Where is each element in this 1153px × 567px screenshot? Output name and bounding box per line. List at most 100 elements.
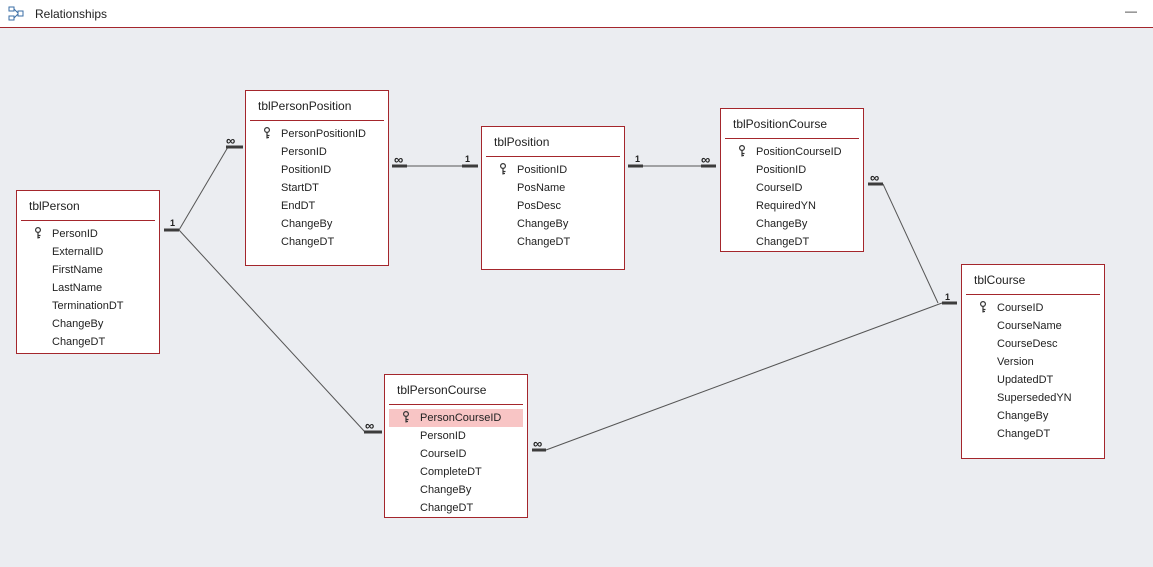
- field-label: ChangeDT: [517, 236, 571, 248]
- field-courseid[interactable]: CourseID: [966, 299, 1100, 317]
- field-firstname[interactable]: FirstName: [21, 261, 155, 279]
- window-titlebar: Relationships —: [0, 0, 1153, 28]
- minimize-button[interactable]: —: [1125, 4, 1137, 18]
- field-label: CourseDesc: [997, 338, 1058, 350]
- field-version[interactable]: Version: [966, 353, 1100, 371]
- field-posdesc[interactable]: PosDesc: [486, 197, 620, 215]
- field-label: CourseID: [756, 182, 803, 194]
- field-label: CompleteDT: [420, 466, 482, 478]
- field-updateddt[interactable]: UpdatedDT: [966, 371, 1100, 389]
- field-terminationdt[interactable]: TerminationDT: [21, 297, 155, 315]
- relation-personcourse-course: [545, 302, 943, 451]
- primary-key-icon: [35, 227, 41, 239]
- relation-positioncourse-course: [882, 183, 939, 304]
- field-changedt[interactable]: ChangeDT: [725, 233, 859, 251]
- field-label: ChangeDT: [420, 502, 474, 514]
- cardinality-one: 1: [465, 154, 471, 164]
- field-courseid[interactable]: CourseID: [725, 179, 859, 197]
- field-personpositionid[interactable]: PersonPositionID: [250, 125, 384, 143]
- field-positionid[interactable]: PositionID: [725, 161, 859, 179]
- field-label: CourseID: [420, 448, 467, 460]
- field-changeby[interactable]: ChangeBy: [21, 315, 155, 333]
- field-positioncourseid[interactable]: PositionCourseID: [725, 143, 859, 161]
- field-requiredyn[interactable]: RequiredYN: [725, 197, 859, 215]
- field-label: PersonID: [52, 228, 98, 240]
- table-title: tblPosition: [494, 135, 550, 149]
- field-enddt[interactable]: EndDT: [250, 197, 384, 215]
- field-label: PersonPositionID: [281, 128, 366, 140]
- field-label: PositionID: [517, 164, 568, 176]
- table-title: tblPersonCourse: [397, 383, 487, 397]
- header-divider: [486, 156, 620, 157]
- field-label: ExternalID: [52, 246, 104, 258]
- field-label: ChangeDT: [997, 428, 1051, 440]
- field-label: CourseID: [997, 302, 1044, 314]
- field-personcourseid[interactable]: PersonCourseID: [389, 409, 523, 427]
- cardinality-one: 1: [635, 154, 641, 164]
- field-label: RequiredYN: [756, 200, 816, 212]
- field-label: PosDesc: [517, 200, 562, 212]
- field-externalid[interactable]: ExternalID: [21, 243, 155, 261]
- header-divider: [725, 138, 859, 139]
- table-title: tblPersonPosition: [258, 99, 352, 113]
- field-changedt[interactable]: ChangeDT: [389, 499, 523, 517]
- cardinality-many: ∞: [394, 152, 404, 167]
- field-label: PersonID: [420, 430, 466, 442]
- field-startdt[interactable]: StartDT: [250, 179, 384, 197]
- field-personid[interactable]: PersonID: [250, 143, 384, 161]
- field-label: TerminationDT: [52, 300, 124, 312]
- table-title: tblPerson: [29, 199, 80, 213]
- field-positionid[interactable]: PositionID: [486, 161, 620, 179]
- cardinality-many: ∞: [226, 133, 236, 148]
- relationships-icon: [8, 6, 24, 21]
- field-personid[interactable]: PersonID: [389, 427, 523, 445]
- field-completedt[interactable]: CompleteDT: [389, 463, 523, 481]
- primary-key-icon: [500, 163, 506, 175]
- field-changeby[interactable]: ChangeBy: [966, 407, 1100, 425]
- cardinality-many: ∞: [701, 152, 711, 167]
- field-label: PositionCourseID: [756, 146, 842, 158]
- field-changedt[interactable]: ChangeDT: [966, 425, 1100, 443]
- field-changeby[interactable]: ChangeBy: [250, 215, 384, 233]
- field-label: ChangeBy: [756, 218, 808, 230]
- field-label: ChangeDT: [281, 236, 335, 248]
- field-changedt[interactable]: ChangeDT: [250, 233, 384, 251]
- field-list: PersonPositionID PersonID PositionID StartD…: [250, 125, 384, 251]
- field-posname[interactable]: PosName: [486, 179, 620, 197]
- field-personid[interactable]: PersonID: [21, 225, 155, 243]
- field-changeby[interactable]: ChangeBy: [389, 481, 523, 499]
- field-label: ChangeBy: [281, 218, 333, 230]
- field-coursedesc[interactable]: CourseDesc: [966, 335, 1100, 353]
- field-label: PersonID: [281, 146, 327, 158]
- field-label: PersonCourseID: [420, 412, 502, 424]
- field-lastname[interactable]: LastName: [21, 279, 155, 297]
- field-positionid[interactable]: PositionID: [250, 161, 384, 179]
- field-coursename[interactable]: CourseName: [966, 317, 1100, 335]
- field-changeby[interactable]: ChangeBy: [725, 215, 859, 233]
- field-courseid[interactable]: CourseID: [389, 445, 523, 463]
- table-tblPersonCourse[interactable]: tblPersonCourse PersonCourseID PersonID Co…: [384, 374, 528, 518]
- field-label: ChangeBy: [997, 410, 1049, 422]
- cardinality-one: 1: [170, 218, 176, 228]
- field-label: EndDT: [281, 200, 316, 212]
- field-label: UpdatedDT: [997, 374, 1054, 386]
- primary-key-icon: [264, 127, 270, 139]
- field-changeby[interactable]: ChangeBy: [486, 215, 620, 233]
- field-changedt[interactable]: ChangeDT: [21, 333, 155, 351]
- primary-key-icon: [739, 145, 745, 157]
- primary-key-icon: [403, 411, 409, 423]
- field-label: LastName: [52, 282, 103, 294]
- field-supersededyn[interactable]: SupersededYN: [966, 389, 1100, 407]
- field-changedt[interactable]: ChangeDT: [486, 233, 620, 251]
- field-label: PositionID: [756, 164, 807, 176]
- field-label: SupersededYN: [997, 392, 1072, 404]
- cardinality-one: 1: [945, 292, 951, 302]
- header-divider: [389, 404, 523, 405]
- field-label: StartDT: [281, 182, 319, 194]
